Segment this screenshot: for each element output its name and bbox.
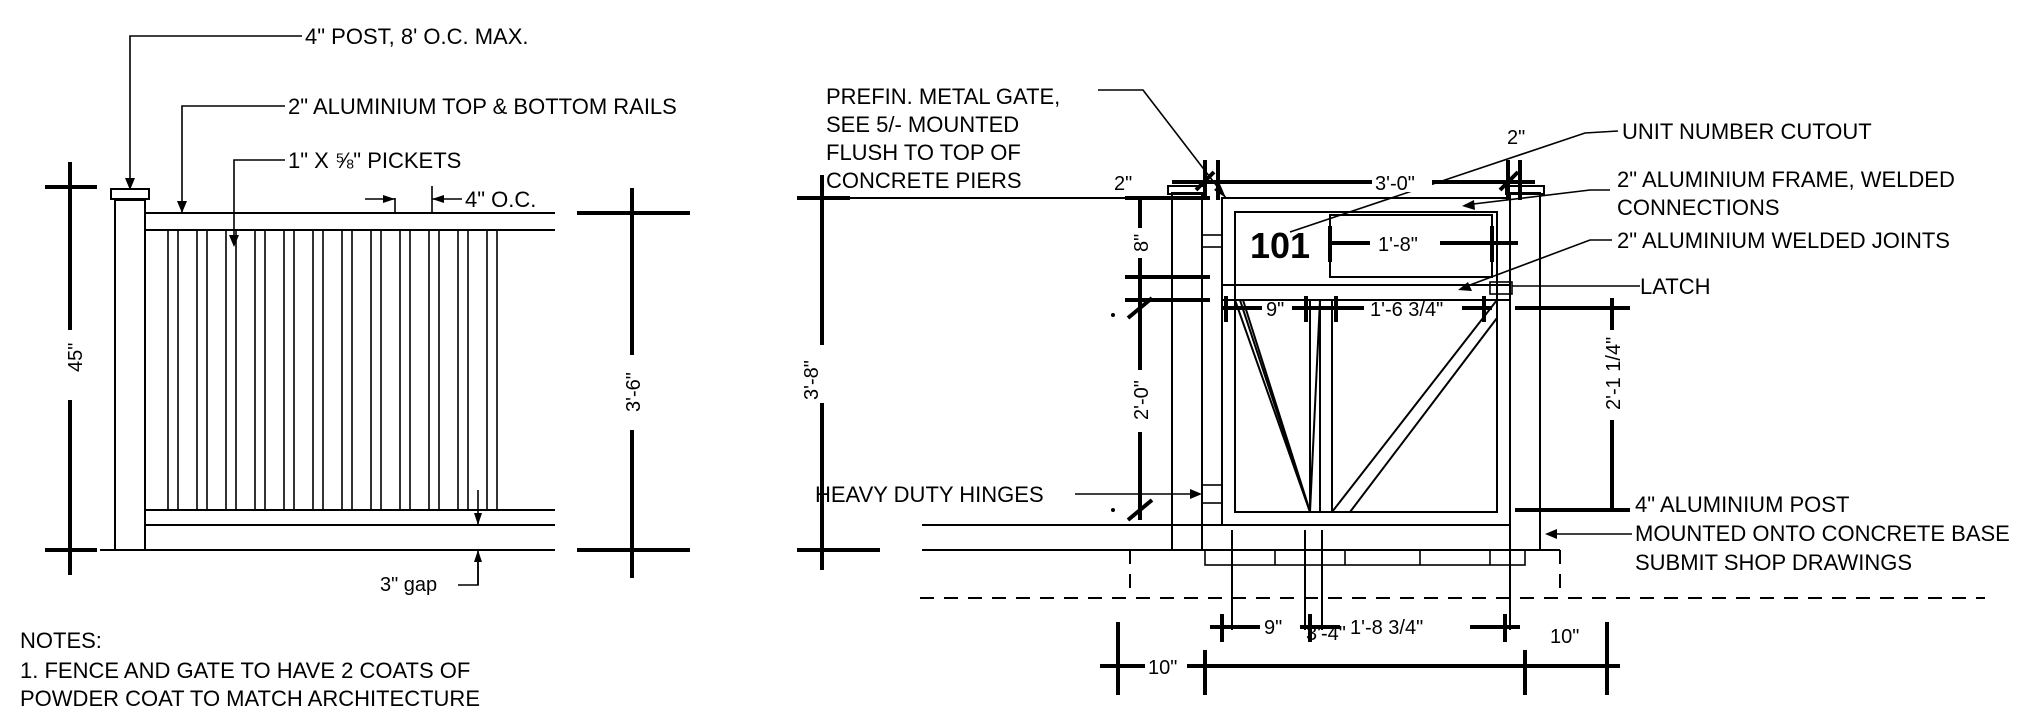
spacing-label: 4" O.C.: [465, 187, 536, 212]
unit-cutout-leader: [1289, 130, 1619, 233]
pier-base: [1204, 549, 1526, 566]
prefin-line4: CONCRETE PIERS: [826, 168, 1022, 193]
post-label-2: MOUNTED ONTO CONCRETE BASE: [1635, 521, 2010, 546]
dim-3-0-text: 3'-0": [1375, 173, 1415, 195]
dim-10-right-text: 10": [1550, 626, 1579, 648]
notes-line1: 1. FENCE AND GATE TO HAVE 2 COATS OF: [20, 658, 470, 683]
hinge-top: [1201, 234, 1223, 248]
center-stile: [1319, 299, 1333, 513]
fence-elevation: 4" POST, 8' O.C. MAX. 2" ALUMINIUM TOP &…: [20, 24, 690, 711]
prefin-leader: [1098, 89, 1227, 199]
prefin-line3: FLUSH TO TOP OF: [826, 140, 1021, 165]
dim-8-text: 8": [1131, 234, 1153, 252]
unit-number: 101: [1250, 225, 1310, 266]
dim-9-bot-text: 9": [1264, 617, 1282, 639]
joints-leader: [1461, 239, 1612, 289]
frame-label-1: 2" ALUMINIUM FRAME, WELDED: [1617, 167, 1955, 192]
dim-2-top-text: 2": [1507, 127, 1525, 149]
gate-left-post: [1171, 192, 1203, 551]
gate-right-post: [1509, 192, 1541, 551]
prefin-line1: PREFIN. METAL GATE,: [826, 84, 1060, 109]
rails-leader: [181, 105, 285, 213]
post-cap: [110, 188, 150, 200]
dim-45-text: 45": [65, 343, 87, 372]
latch-label: LATCH: [1640, 274, 1711, 299]
notes-line2: POWDER COAT TO MATCH ARCHITECTURE: [20, 686, 480, 711]
joints-label: 2" ALUMINIUM WELDED JOINTS: [1617, 228, 1950, 253]
dim-3-4-text: 3'-4": [1306, 623, 1346, 645]
pickets-leader: [233, 159, 285, 245]
dim-9-top-text: 9": [1266, 299, 1284, 321]
dim-2-1-14-text: 2'-1 1/4": [1603, 337, 1625, 410]
gate-elevation: PREFIN. METAL GATE, SEE 5/- MOUNTED FLUS…: [797, 84, 2010, 695]
post-label: 4" POST, 8' O.C. MAX.: [305, 24, 529, 49]
dim-3-8-text: 3'-8": [801, 360, 823, 400]
dim-2-0-text: 2'-0": [1131, 380, 1153, 420]
post-label-1: 4" ALUMINIUM POST: [1635, 492, 1849, 517]
dim-3-6-text: 3'-6": [623, 372, 645, 412]
post-leader: [129, 35, 302, 188]
dim-1-8-text: 1'-8": [1378, 234, 1418, 256]
hinge-bottom: [1201, 484, 1223, 504]
pickets-label: 1" X ⅝" PICKETS: [288, 148, 461, 173]
latch: [1489, 281, 1513, 295]
post-label-3: SUBMIT SHOP DRAWINGS: [1635, 550, 1912, 575]
frame-label-2: CONNECTIONS: [1617, 195, 1780, 220]
rails-label: 2" ALUMINIUM TOP & BOTTOM RAILS: [288, 94, 677, 119]
brace-right: [1329, 297, 1498, 513]
notes-heading: NOTES:: [20, 628, 102, 653]
dim-1-8-34-text: 1'-8 3/4": [1350, 617, 1423, 639]
prefin-line2: SEE 5/- MOUNTED: [826, 112, 1019, 137]
fence-post: [114, 199, 146, 551]
hinges-label: HEAVY DUTY HINGES: [815, 482, 1044, 507]
dim-10-left-text: 10": [1148, 657, 1177, 679]
gap-label: 3" gap: [380, 574, 437, 596]
dim-1-6-34-text: 1'-6 3/4": [1370, 299, 1443, 321]
dim-2-left-text: 2": [1114, 173, 1132, 195]
unit-cutout-label: UNIT NUMBER CUTOUT: [1622, 119, 1872, 144]
pickets: [167, 229, 498, 511]
